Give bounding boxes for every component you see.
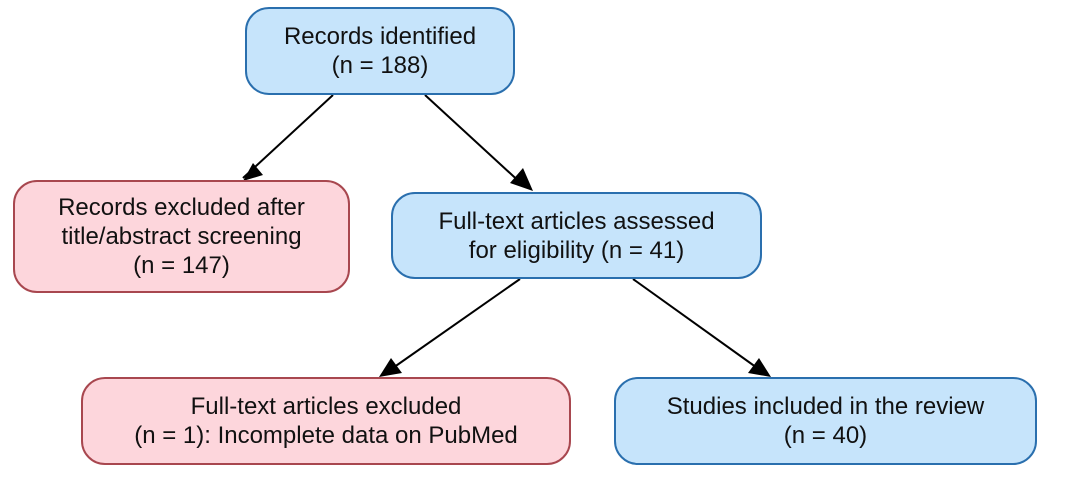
node-records-excluded-screening-line3: (n = 147) xyxy=(133,252,230,279)
arrowhead-assessed-to-included xyxy=(748,358,771,377)
arrow-assessed-to-excluded xyxy=(389,278,521,371)
node-fulltext-assessed-line2: for eligibility (n = 41) xyxy=(468,236,685,264)
arrowhead-identified-to-excluded xyxy=(243,163,263,181)
node-studies-included-line2: (n = 40) xyxy=(783,422,868,449)
node-fulltext-assessed-line1: Full-text articles assessed xyxy=(438,207,715,235)
node-records-excluded-screening-line2: title/abstract screening xyxy=(61,223,302,250)
arrowhead-assessed-to-excluded xyxy=(379,358,402,377)
node-records-identified: Records identified (n = 188) xyxy=(245,7,515,95)
node-studies-included: Studies included in the review (n = 40) xyxy=(614,377,1037,465)
node-studies-included-line1: Studies included in the review xyxy=(666,393,985,420)
node-fulltext-assessed: Full-text articles assessed for eligibil… xyxy=(391,192,762,279)
node-fulltext-excluded: Full-text articles excluded (n = 1): Inc… xyxy=(81,377,571,465)
node-fulltext-excluded-line2: (n = 1): Incomplete data on PubMed xyxy=(134,422,518,449)
arrow-identified-to-excluded xyxy=(242,94,334,179)
arrow-assessed-to-included xyxy=(632,278,761,371)
node-records-excluded-screening: Records excluded after title/abstract sc… xyxy=(13,180,350,293)
node-records-identified-line1: Records identified xyxy=(283,23,477,50)
node-records-identified-line2: (n = 188) xyxy=(331,52,429,79)
node-records-excluded-screening-line1: Records excluded after xyxy=(58,194,305,221)
arrow-identified-to-assessed xyxy=(424,94,525,187)
arrowhead-identified-to-assessed xyxy=(510,168,533,191)
node-fulltext-excluded-line1: Full-text articles excluded xyxy=(190,393,462,420)
